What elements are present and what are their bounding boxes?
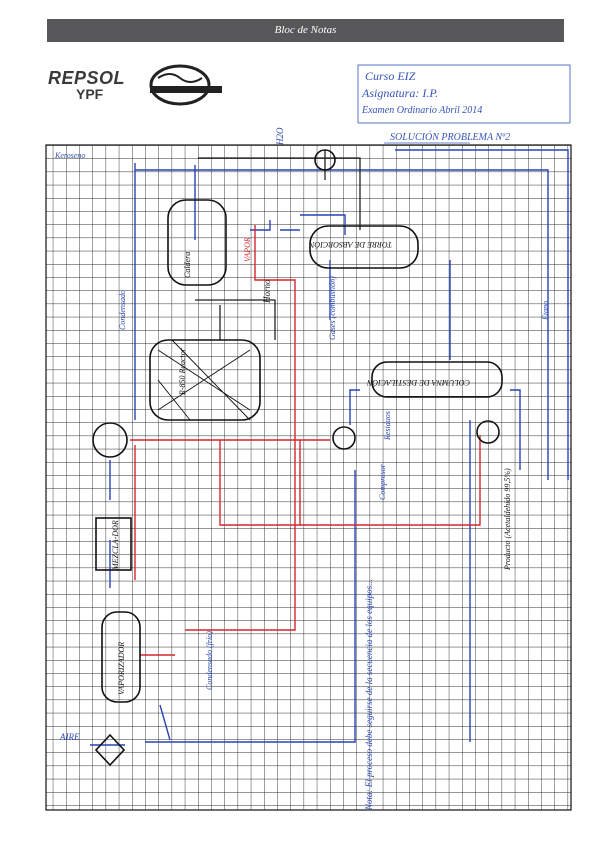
label-torre: TORRE DE ABSORCIÓN (309, 240, 392, 250)
exam-text: Examen Ordinario Abril 2014 (361, 105, 482, 116)
label-condensado: Condensado (118, 290, 127, 330)
course-text: Curso EIZ (365, 69, 416, 83)
pump-right (476, 420, 500, 444)
header-bar: Bloc de Notas (47, 19, 564, 42)
label-compresor: Compresor (378, 463, 387, 500)
subject-text: Asignatura: I.P. (361, 86, 438, 100)
repsol-ypf-logo: REPSOL YPF (48, 68, 138, 104)
solution-title: SOLUCIÓN PROBLEMA Nº2 (390, 131, 510, 143)
label-vaporizador: VAPORIZADOR (117, 642, 126, 695)
pump-left (332, 426, 356, 450)
logo-top-text: REPSOL (48, 68, 126, 88)
header-box (357, 64, 571, 124)
valve-diamond (94, 733, 126, 767)
label-etano: Etano (541, 301, 550, 321)
corner-label: Keroseno (54, 151, 85, 160)
label-aire: AIRE (59, 732, 80, 742)
label-caldera: Caldera (183, 252, 192, 278)
header-title: Bloc de Notas (274, 24, 337, 36)
label-condensado-frio: Condensado (frío) (205, 631, 214, 690)
logo-emblem (149, 64, 222, 106)
logo-bottom-text: YPF (76, 86, 104, 102)
caldera-vessel (167, 199, 227, 286)
handwritten-labels: Horno Caldera TORRE DE ABSORCIÓN COLUMNA… (59, 127, 550, 811)
label-mezcla: MEZCLA-DOR (111, 520, 120, 571)
flow-lines-blue (90, 149, 569, 746)
reactor-vessel (149, 339, 261, 421)
label-producto: Producto (Acetaldehído 99,5%) (503, 468, 512, 571)
mixer-box (95, 517, 132, 571)
side-print-mark (2, 790, 12, 830)
flow-lines-red (130, 225, 481, 656)
label-nota: Nota: El proceso debe seguirse de la sec… (364, 579, 374, 811)
label-vapor: VAPOR (243, 237, 252, 262)
equipment (92, 149, 503, 767)
handwritten-header: Curso EIZ Asignatura: I.P. Examen Ordina… (54, 69, 510, 160)
label-residuos: Residuos (383, 411, 392, 441)
label-agua: H2O (275, 127, 285, 146)
burner-circle (92, 422, 128, 458)
label-gases: Gases (combustión) (328, 276, 337, 340)
grid-area (46, 145, 571, 810)
flow-lines-black (195, 150, 361, 340)
label-columna: COLUMNA DE DESTILACIÓN (366, 378, 470, 388)
absorption-tower (309, 225, 419, 269)
vaporizer-vessel (101, 611, 141, 703)
label-reactor: R-850 Reactor (178, 347, 187, 396)
distillation-column (371, 361, 503, 398)
label-horno: Horno (262, 279, 272, 304)
compressor-circle (314, 149, 336, 171)
